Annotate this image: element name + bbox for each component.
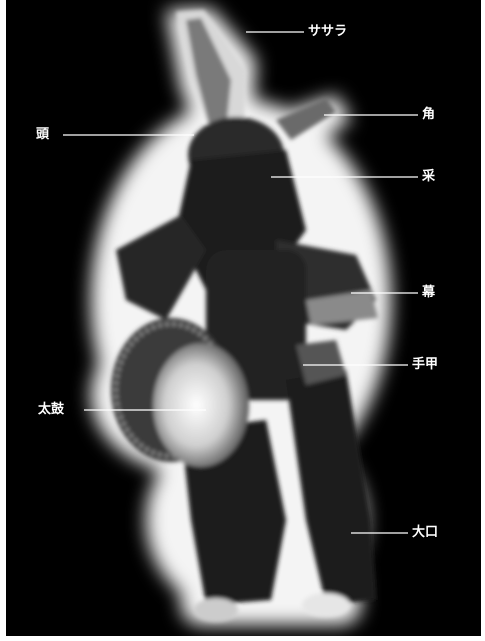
label-tekkou: 手甲 (412, 357, 438, 373)
label-sai: 采 (422, 169, 435, 185)
diagram-frame: ササラ 角 頭 采 幕 手甲 太鼓 大口 (6, 0, 481, 636)
label-ookuchi: 大口 (412, 525, 438, 541)
label-sasara: ササラ (308, 24, 347, 40)
label-taiko: 太鼓 (38, 402, 64, 418)
dancer-figure (6, 0, 481, 636)
label-kashira: 頭 (36, 127, 49, 143)
label-tsuno: 角 (422, 107, 435, 123)
label-maku: 幕 (422, 285, 435, 301)
